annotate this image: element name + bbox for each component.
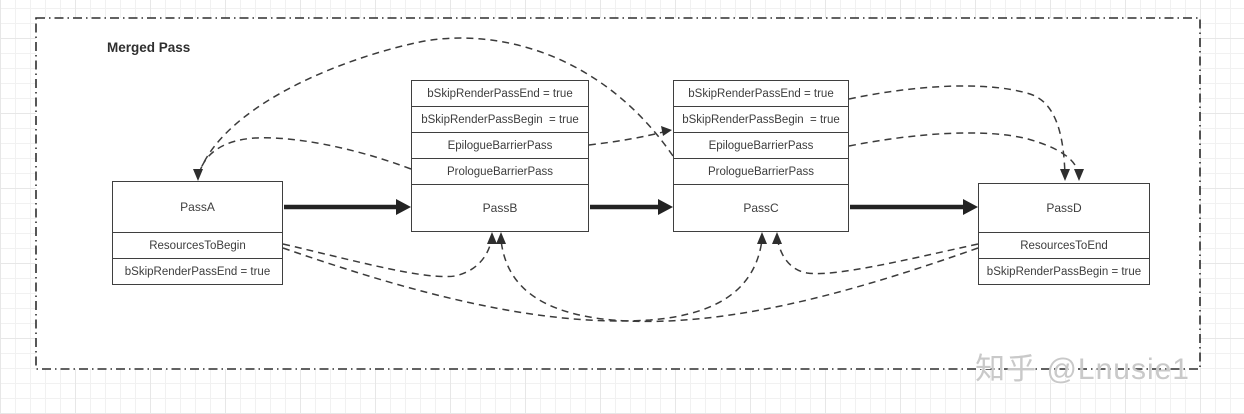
- edge-passd-resources-to-passc: [776, 236, 979, 275]
- node-passb-prologue-barrier: PrologueBarrierPass: [411, 158, 589, 185]
- arrowhead-into-passc-left: [661, 126, 672, 136]
- watermark-text: 知乎 @Lnusie1: [975, 353, 1190, 386]
- dashed-connectors: [197, 37, 1080, 323]
- edge-passa-resources-to-passc: [282, 239, 763, 322]
- node-passc-skip-renderpass-begin: bSkipRenderPassBegin = true: [673, 106, 849, 133]
- arrowhead-into-passd-top-2: [1074, 169, 1084, 181]
- node-passb-skip-renderpass-end: bSkipRenderPassEnd = true: [411, 80, 589, 107]
- node-passc-skip-renderpass-end: bSkipRenderPassEnd = true: [673, 80, 849, 107]
- arrowhead-into-passc-bottom-1: [757, 232, 767, 244]
- node-passa-skip-renderpass-end: bSkipRenderPassEnd = true: [112, 258, 283, 285]
- node-passa-resources-to-begin: ResourcesToBegin: [112, 232, 283, 259]
- node-passb-skip-renderpass-begin: bSkipRenderPassBegin = true: [411, 106, 589, 133]
- edge-passa-resources-to-passb: [282, 236, 493, 278]
- arrowhead-into-passb-bottom-2: [496, 232, 506, 244]
- node-passd-skip-renderpass-begin: bSkipRenderPassBegin = true: [978, 258, 1150, 285]
- arrowhead-into-passa-top: [193, 169, 203, 181]
- node-passb-epilogue-barrier: EpilogueBarrierPass: [411, 132, 589, 159]
- node-passc: PassC: [673, 184, 849, 232]
- arrowhead-into-passd-top-1: [1060, 169, 1070, 181]
- arrowhead-into-passc-left-solid: [658, 199, 673, 215]
- arrowhead-into-passb-bottom-1: [487, 232, 497, 244]
- arrowhead-into-passd-left: [963, 199, 978, 215]
- edge-passb-prologue-to-passa: [198, 137, 412, 175]
- edge-passc-epilogue-to-passd: [848, 132, 1080, 177]
- edge-passc-skipend-to-passd: [848, 85, 1066, 177]
- node-passc-prologue-barrier: PrologueBarrierPass: [673, 158, 849, 185]
- arrowhead-into-passc-bottom-2: [772, 232, 782, 244]
- edge-passd-resources-to-passb: [500, 239, 979, 323]
- arrowhead-into-passb-left: [396, 199, 411, 215]
- node-passd: PassD: [978, 183, 1150, 233]
- diagram-title: Merged Pass: [107, 40, 191, 55]
- dashed-arrowheads: [193, 126, 1084, 244]
- node-passd-resources-to-end: ResourcesToEnd: [978, 232, 1150, 259]
- solid-arrowheads: [396, 199, 978, 215]
- node-passb: PassB: [411, 184, 589, 232]
- node-passa: PassA: [112, 181, 283, 233]
- edge-passb-epilogue-to-passc: [588, 130, 668, 146]
- node-passc-epilogue-barrier: EpilogueBarrierPass: [673, 132, 849, 159]
